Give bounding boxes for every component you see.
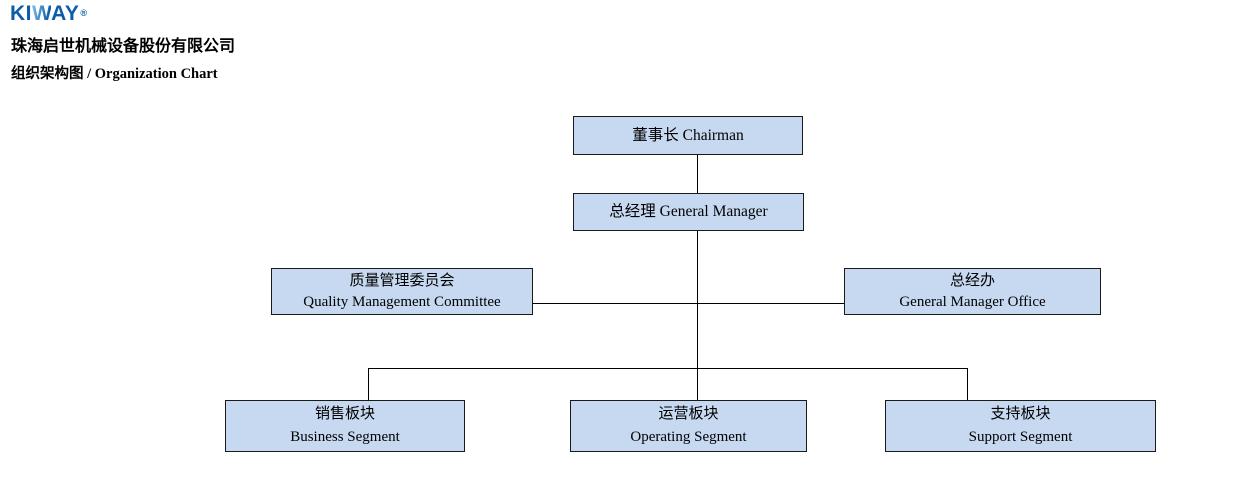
org-node-general-manager: 总经理 General Manager (573, 193, 804, 231)
logo-text-ay: AY (51, 2, 80, 25)
connector-chairman-to-gm (697, 155, 698, 193)
org-node-chairman: 董事长 Chairman (573, 116, 803, 155)
org-node-support-segment-label-zh: 支持板块 (990, 406, 1051, 422)
connector-qmc-to-gmo (533, 303, 844, 304)
org-node-quality-committee: 质量管理委员会 Quality Management Committee (271, 268, 533, 315)
kiway-logo: KIWAY® (10, 3, 87, 25)
registered-trademark-icon: ® (80, 8, 88, 18)
org-node-support-segment: 支持板块 Support Segment (885, 400, 1156, 452)
org-node-gm-office-label-en: General Manager Office (899, 293, 1046, 310)
org-node-chairman-label: 董事长 Chairman (632, 126, 744, 144)
connector-gm-trunk (697, 231, 698, 400)
connector-drop-business (368, 368, 369, 400)
connector-drop-support (967, 368, 968, 400)
logo-text-w: W (32, 2, 52, 25)
connector-segments-bar (368, 368, 967, 369)
org-node-quality-committee-label-en: Quality Management Committee (303, 293, 501, 310)
page-title: 组织架构图 / Organization Chart (11, 66, 218, 82)
org-node-business-segment-label-zh: 销售板块 (314, 406, 375, 422)
org-node-business-segment: 销售板块 Business Segment (225, 400, 465, 452)
org-node-operating-segment-label-en: Operating Segment (630, 429, 747, 445)
org-node-general-manager-label: 总经理 General Manager (609, 203, 768, 220)
org-node-gm-office-label-zh: 总经办 (949, 272, 995, 289)
org-node-operating-segment-label-zh: 运营板块 (658, 406, 719, 422)
org-node-quality-committee-label-zh: 质量管理委员会 (349, 272, 455, 289)
org-node-support-segment-label-en: Support Segment (968, 429, 1073, 445)
org-node-operating-segment: 运营板块 Operating Segment (570, 400, 807, 452)
org-node-gm-office: 总经办 General Manager Office (844, 268, 1101, 315)
company-name: 珠海启世机械设备股份有限公司 (11, 38, 236, 55)
logo-text-ki: KI (10, 2, 32, 25)
org-node-business-segment-label-en: Business Segment (290, 429, 400, 445)
